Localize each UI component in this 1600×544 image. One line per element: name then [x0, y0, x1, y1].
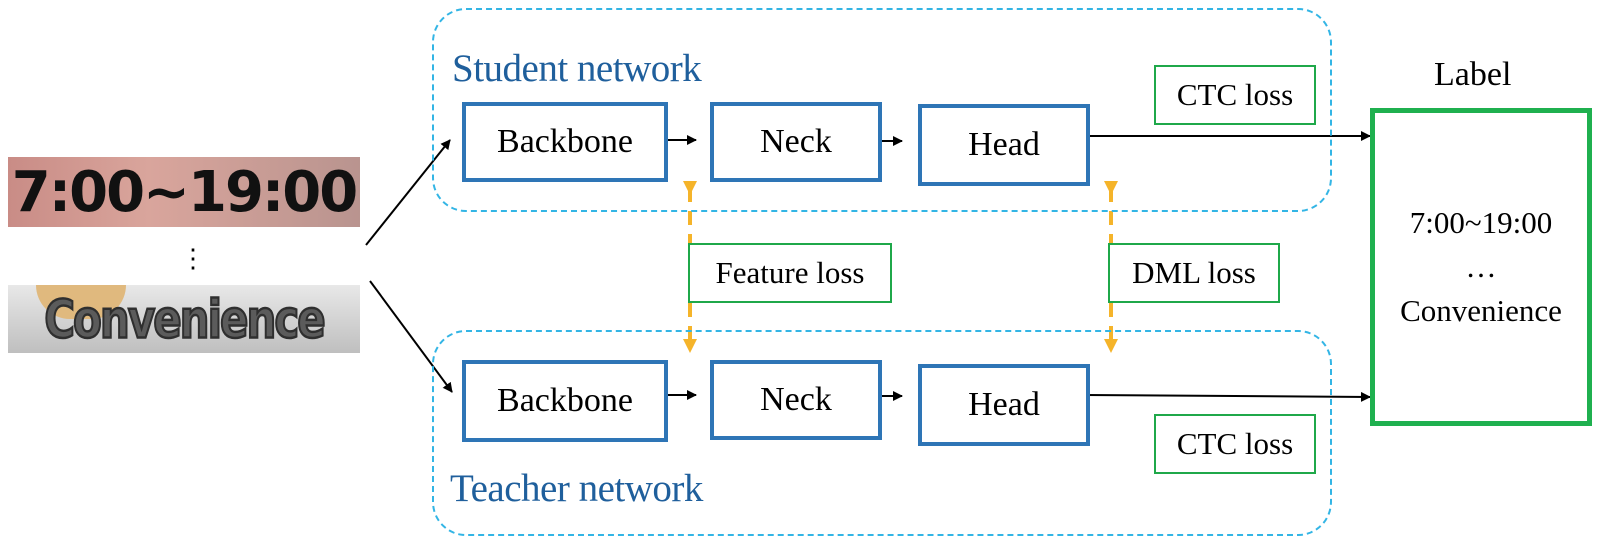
teacher-head-to-label-arrow [1084, 391, 1371, 402]
dml-loss-box: DML loss [1108, 243, 1280, 303]
student-network-title: Student network [452, 47, 702, 90]
input-to-student-arrow [365, 139, 451, 246]
label-line-ellipsis: … [1465, 249, 1497, 284]
input-ellipsis: ⋮ [180, 244, 206, 273]
teacher-head-block: Head [918, 364, 1090, 446]
input-sample-time-image: 7:00~19:00 [8, 157, 360, 227]
input-sample-time-text: 7:00~19:00 [11, 159, 358, 225]
teacher-neck-block: Neck [710, 360, 882, 440]
label-line-time: 7:00~19:00 [1409, 205, 1553, 240]
feature-loss-box: Feature loss [688, 243, 892, 303]
student-head-block: Head [918, 104, 1090, 186]
teacher-backbone-block: Backbone [462, 360, 668, 442]
input-sample-convenience-image: Convenience [8, 285, 360, 353]
teacher-network-group [432, 330, 1332, 536]
input-sample-convenience-text: Convenience [43, 287, 327, 351]
student-ctc-loss-box: CTC loss [1154, 65, 1316, 125]
teacher-network-title: Teacher network [450, 467, 703, 510]
label-line-convenience: Convenience [1400, 293, 1562, 328]
input-to-teacher-arrow [369, 280, 453, 393]
student-backbone-block: Backbone [462, 102, 668, 182]
student-network-group [432, 8, 1332, 212]
label-box: 7:00~19:00 … Convenience [1370, 108, 1592, 426]
teacher-ctc-loss-box: CTC loss [1154, 414, 1316, 474]
student-neck-block: Neck [710, 102, 882, 182]
label-title: Label [1434, 56, 1512, 93]
